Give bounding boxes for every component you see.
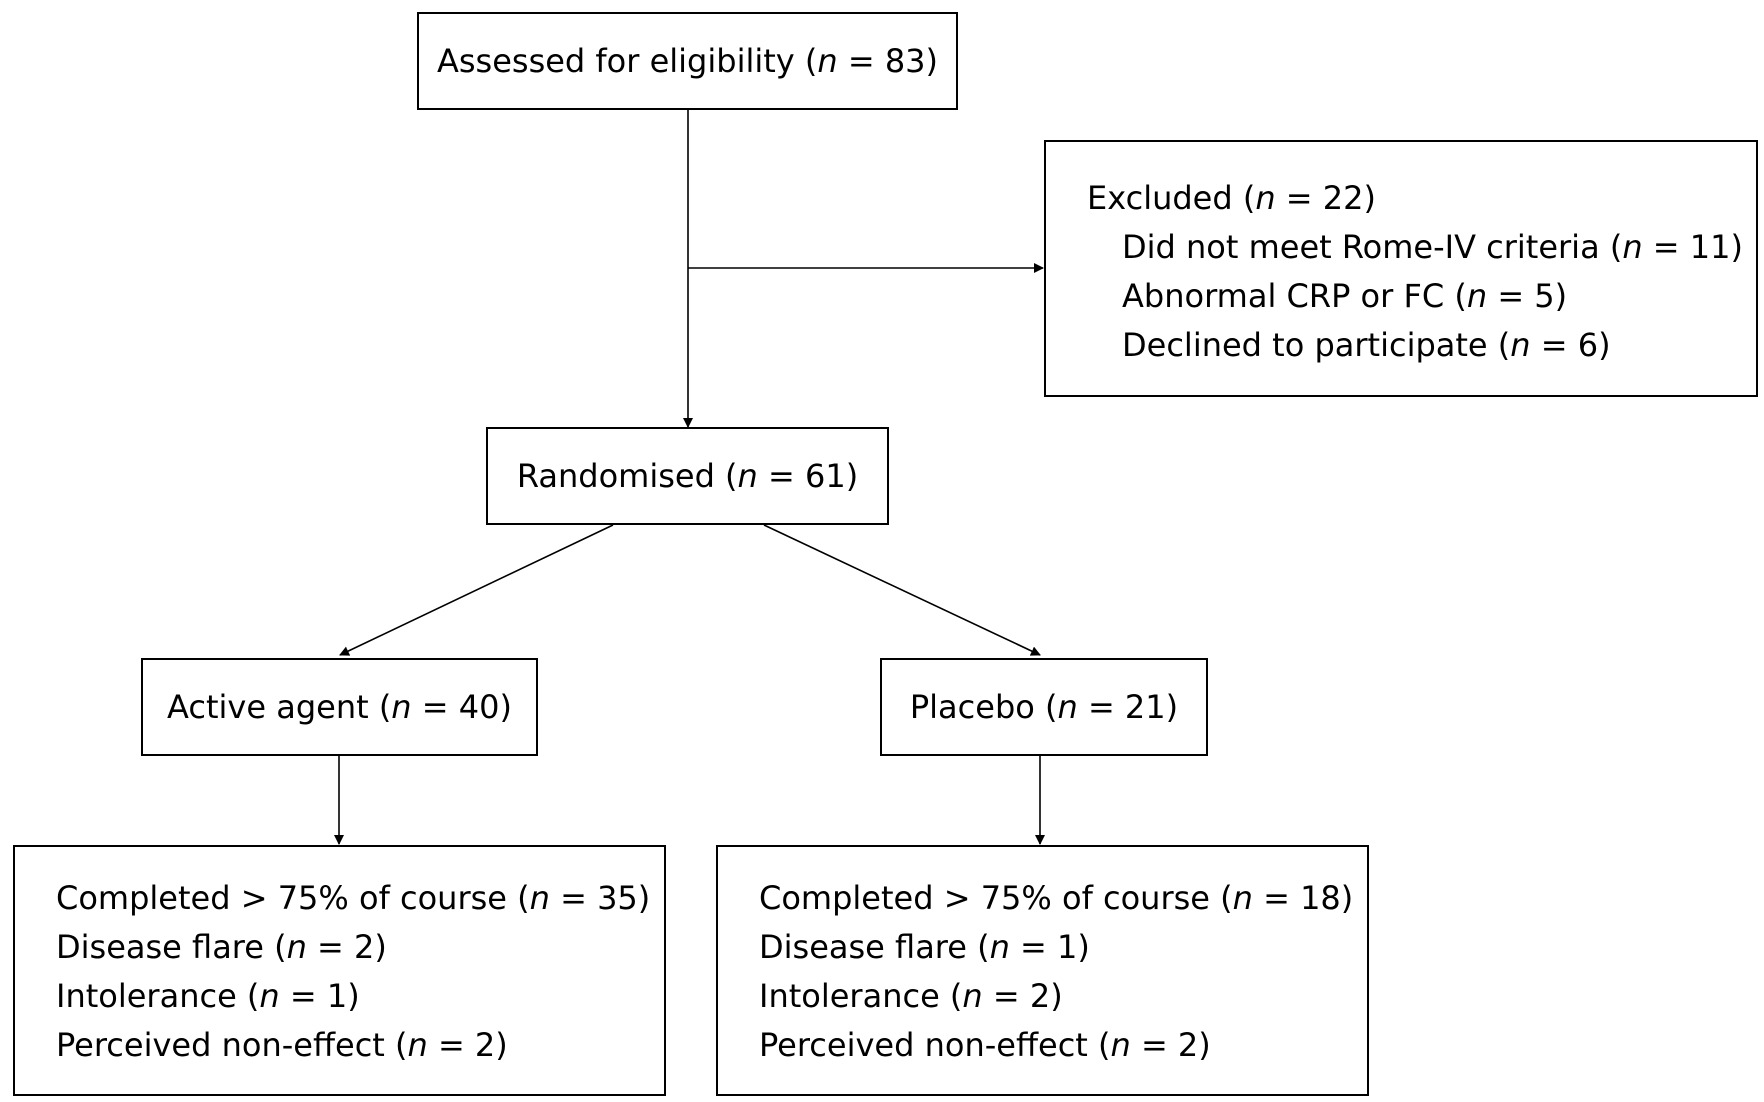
placebo-outcome-intolerance: Intolerance (n = 2) bbox=[759, 977, 1063, 1015]
assessed-label: Assessed for eligibility (n = 83) bbox=[436, 41, 939, 80]
active-outcome-non-effect: Perceived non-effect (n = 2) bbox=[56, 1026, 508, 1064]
active-agent-box: Active agent (n = 40) bbox=[141, 658, 538, 756]
arrow-randomised-to-placebo bbox=[763, 524, 1041, 656]
active-agent-label: Active agent (n = 40) bbox=[167, 687, 512, 726]
placebo-box: Placebo (n = 21) bbox=[880, 658, 1208, 756]
placebo-outcomes-box: Completed > 75% of course (n = 18) Disea… bbox=[716, 845, 1369, 1096]
randomised-label: Randomised (n = 61) bbox=[516, 456, 859, 495]
active-outcome-completed: Completed > 75% of course (n = 35) bbox=[56, 879, 651, 917]
excluded-box: Excluded (n = 22) Did not meet Rome-IV c… bbox=[1044, 140, 1758, 397]
arrow-randomised-to-active bbox=[339, 524, 614, 656]
placebo-outcome-completed: Completed > 75% of course (n = 18) bbox=[759, 879, 1354, 917]
placebo-outcome-disease-flare: Disease flare (n = 1) bbox=[759, 928, 1090, 966]
placebo-outcome-non-effect: Perceived non-effect (n = 2) bbox=[759, 1026, 1211, 1064]
placebo-label: Placebo (n = 21) bbox=[909, 687, 1179, 726]
assessed-box: Assessed for eligibility (n = 83) bbox=[417, 12, 958, 110]
excluded-title: Excluded (n = 22) bbox=[1087, 179, 1376, 217]
excluded-item-rome-iv: Did not meet Rome-IV criteria (n = 11) bbox=[1122, 228, 1743, 266]
active-outcomes-box: Completed > 75% of course (n = 35) Disea… bbox=[13, 845, 666, 1096]
active-outcome-intolerance: Intolerance (n = 1) bbox=[56, 977, 360, 1015]
active-outcome-disease-flare: Disease flare (n = 2) bbox=[56, 928, 387, 966]
excluded-item-declined: Declined to participate (n = 6) bbox=[1122, 326, 1611, 364]
randomised-box: Randomised (n = 61) bbox=[486, 427, 889, 525]
excluded-item-abnormal-crp: Abnormal CRP or FC (n = 5) bbox=[1122, 277, 1568, 315]
